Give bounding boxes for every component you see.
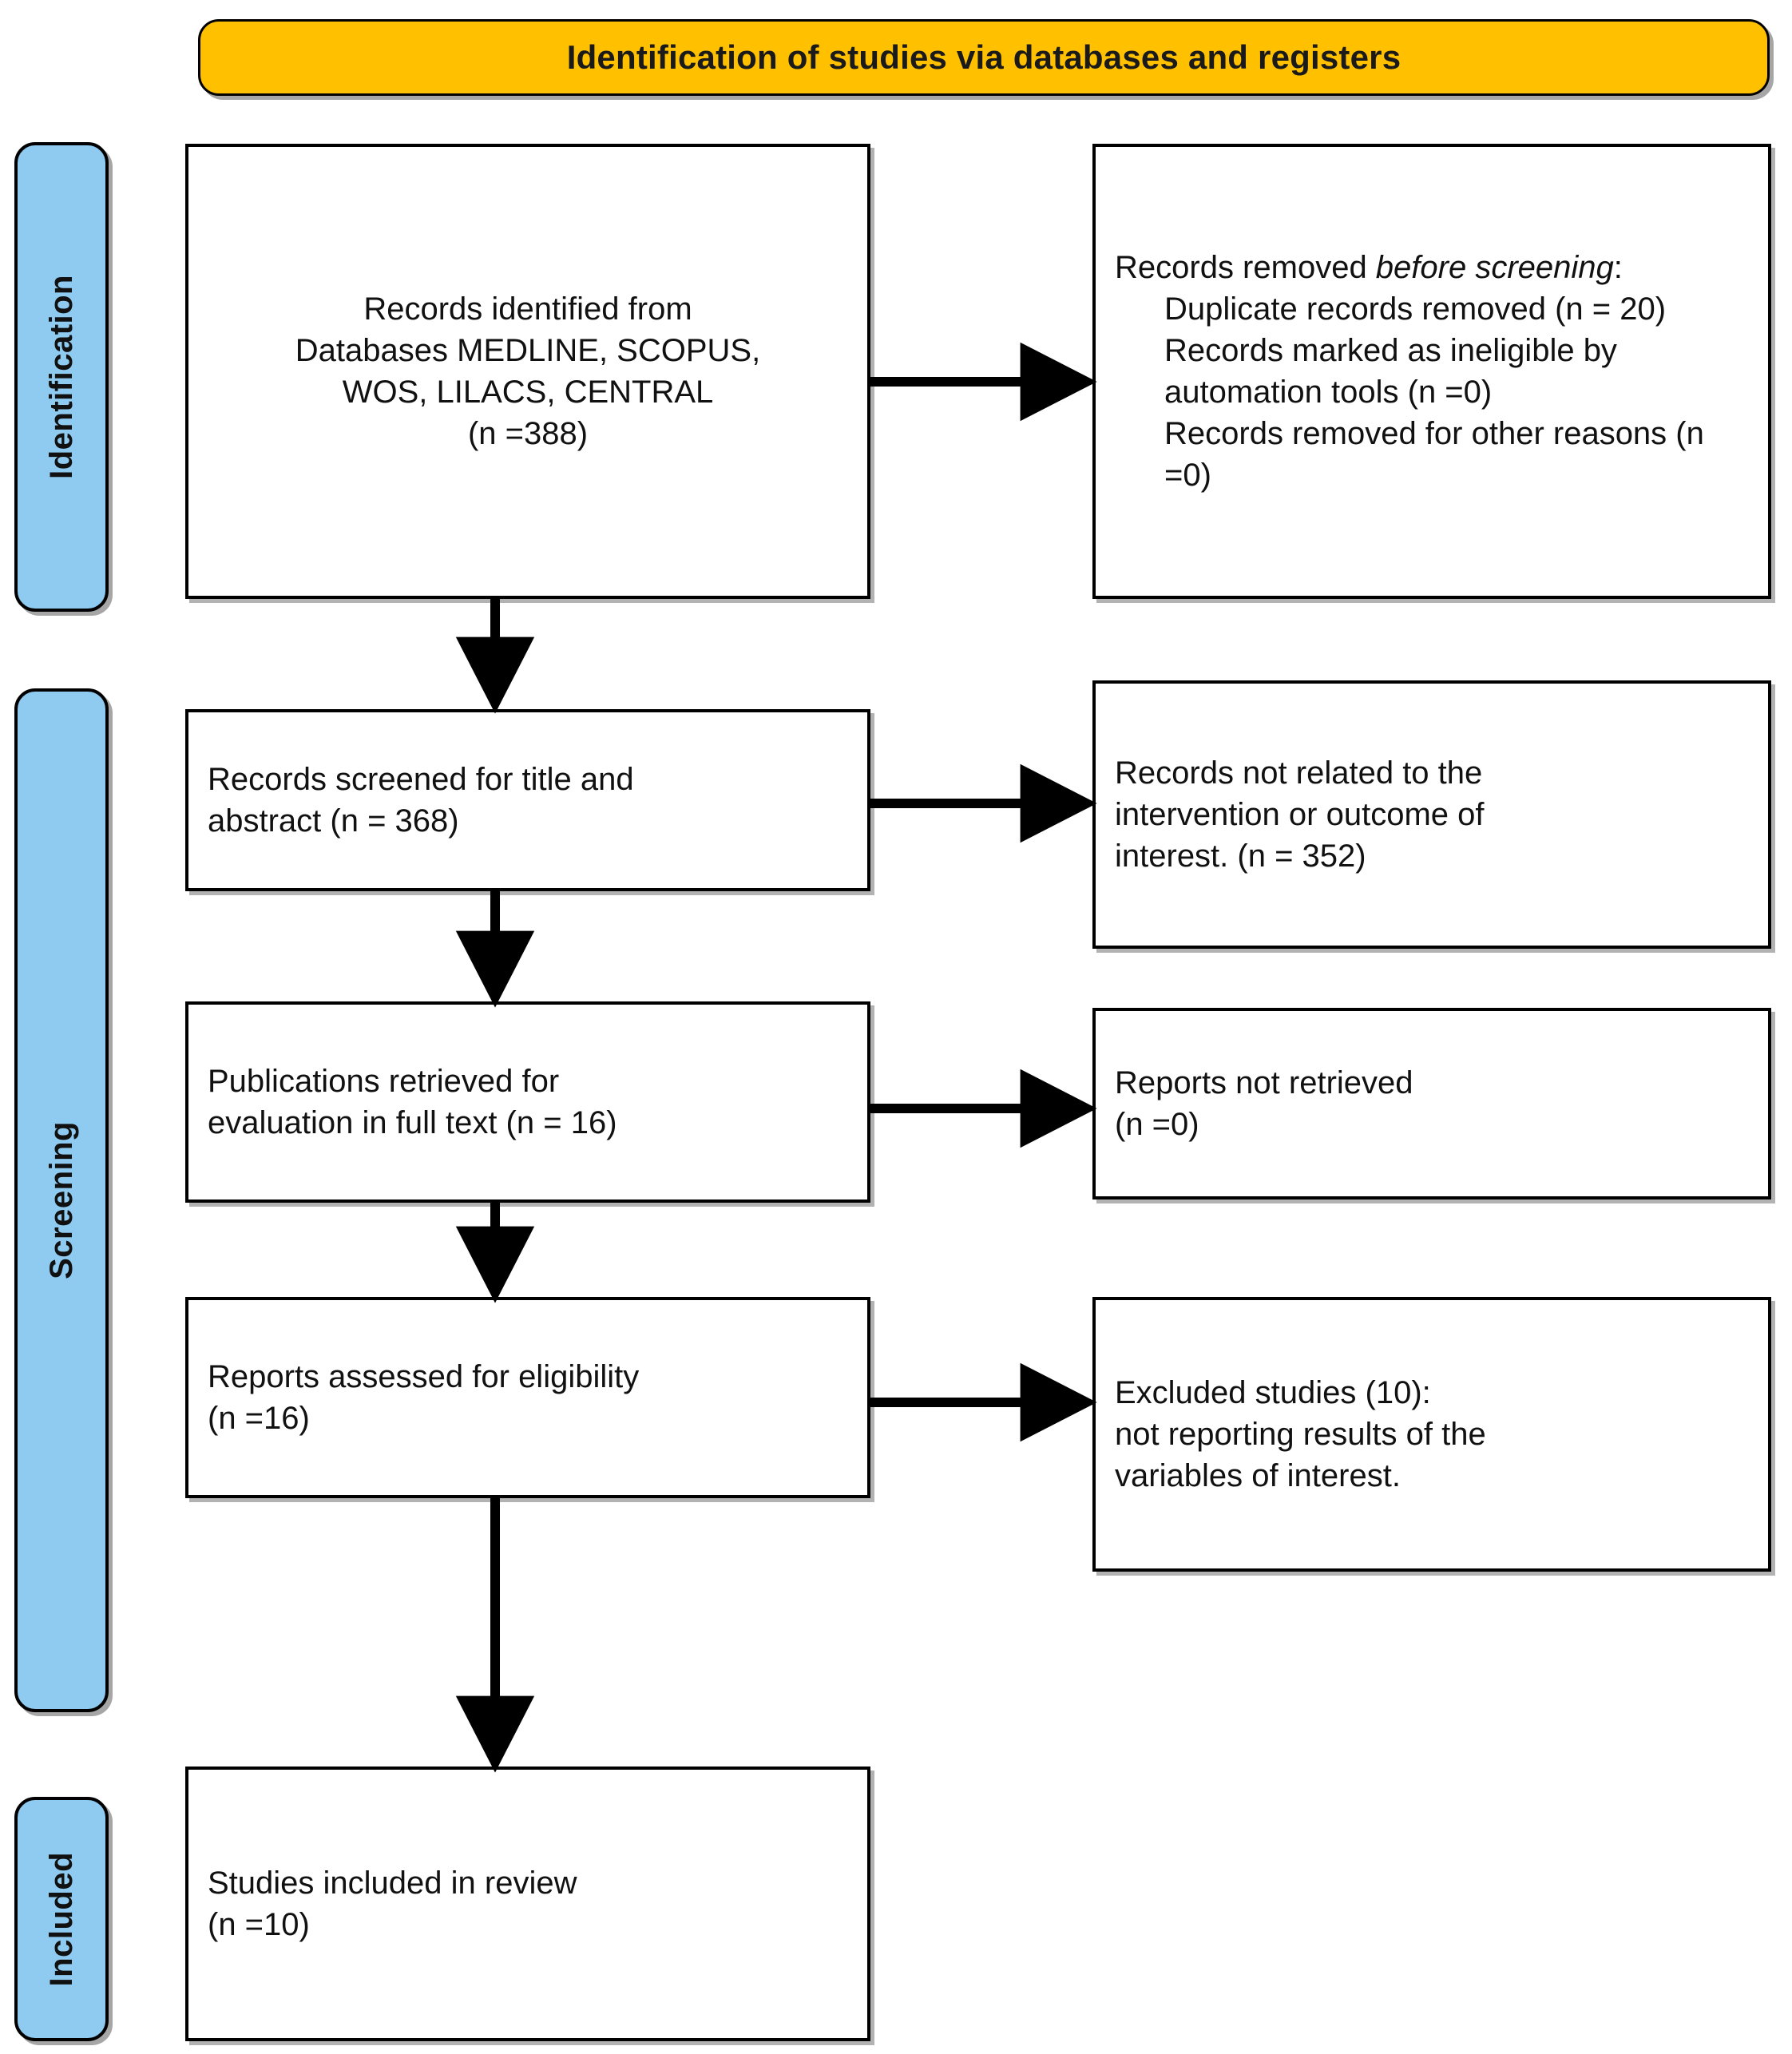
reports-excluded-line2: not reporting results of the: [1115, 1417, 1486, 1452]
reports-not-retrieved-line2: (n =0): [1115, 1107, 1199, 1142]
records-removed-item-other: Records removed for other reasons (n =0): [1164, 416, 1704, 493]
box-reports-excluded-text: Excluded studies (10): not reporting res…: [1096, 1372, 1768, 1497]
records-identified-line1: Records identified from: [363, 291, 692, 327]
box-records-removed-text: Records removed before screening: Duplic…: [1096, 247, 1768, 496]
box-records-removed: Records removed before screening: Duplic…: [1092, 144, 1771, 599]
reports-not-retrieved-line1: Reports not retrieved: [1115, 1065, 1413, 1100]
stage-label-included: Included: [43, 1851, 79, 1987]
reports-excluded-line3: variables of interest.: [1115, 1458, 1401, 1493]
records-identified-line2: Databases MEDLINE, SCOPUS,: [295, 333, 761, 368]
box-reports-assessed: Reports assessed for eligibility (n =16): [185, 1297, 870, 1498]
reports-excluded-line1: Excluded studies (10):: [1115, 1375, 1431, 1410]
publications-retrieved-line2: evaluation in full text (n = 16): [208, 1105, 617, 1140]
box-reports-assessed-text: Reports assessed for eligibility (n =16): [188, 1356, 867, 1439]
box-reports-not-retrieved-text: Reports not retrieved (n =0): [1096, 1062, 1768, 1145]
records-excluded-line3: interest. (n = 352): [1115, 839, 1366, 874]
records-removed-lead-italic: before screening: [1375, 250, 1614, 285]
records-removed-lead-plain: Records removed: [1115, 250, 1376, 285]
stage-label-identification: Identification: [43, 275, 79, 479]
records-screened-line2: abstract (n = 368): [208, 803, 459, 839]
box-records-screened: Records screened for title and abstract …: [185, 709, 870, 891]
reports-assessed-line1: Reports assessed for eligibility: [208, 1359, 640, 1394]
records-screened-line1: Records screened for title and: [208, 762, 634, 797]
box-publications-retrieved: Publications retrieved for evaluation in…: [185, 1001, 870, 1203]
records-removed-item-automation: Records marked as ineligible by automati…: [1164, 333, 1617, 410]
records-removed-lead-colon: :: [1613, 250, 1623, 285]
box-records-excluded-text: Records not related to the intervention …: [1096, 752, 1768, 877]
phase-banner-title: Identification of studies via databases …: [566, 38, 1401, 76]
publications-retrieved-line1: Publications retrieved for: [208, 1064, 560, 1099]
box-records-identified-text: Records identified from Databases MEDLIN…: [188, 288, 867, 454]
box-reports-excluded: Excluded studies (10): not reporting res…: [1092, 1297, 1771, 1572]
box-records-identified: Records identified from Databases MEDLIN…: [185, 144, 870, 599]
box-studies-included: Studies included in review (n =10): [185, 1767, 870, 2041]
box-publications-retrieved-text: Publications retrieved for evaluation in…: [188, 1061, 867, 1144]
records-removed-item-duplicates: Duplicate records removed (n = 20): [1164, 291, 1667, 327]
records-excluded-line1: Records not related to the: [1115, 755, 1483, 791]
reports-assessed-line2: (n =16): [208, 1401, 310, 1436]
phase-banner-identification: Identification of studies via databases …: [198, 19, 1770, 96]
stage-bar-identification: Identification: [14, 142, 109, 612]
records-identified-line3: WOS, LILACS, CENTRAL: [342, 375, 714, 410]
studies-included-line1: Studies included in review: [208, 1866, 577, 1901]
stage-bar-screening: Screening: [14, 688, 109, 1712]
box-records-excluded: Records not related to the intervention …: [1092, 680, 1771, 949]
records-excluded-line2: intervention or outcome of: [1115, 797, 1485, 832]
studies-included-line2: (n =10): [208, 1907, 310, 1942]
box-studies-included-text: Studies included in review (n =10): [188, 1862, 867, 1945]
box-records-screened-text: Records screened for title and abstract …: [188, 759, 867, 842]
records-identified-line4: (n =388): [467, 416, 589, 451]
box-reports-not-retrieved: Reports not retrieved (n =0): [1092, 1008, 1771, 1199]
stage-label-screening: Screening: [43, 1121, 79, 1279]
stage-bar-included: Included: [14, 1797, 109, 2041]
